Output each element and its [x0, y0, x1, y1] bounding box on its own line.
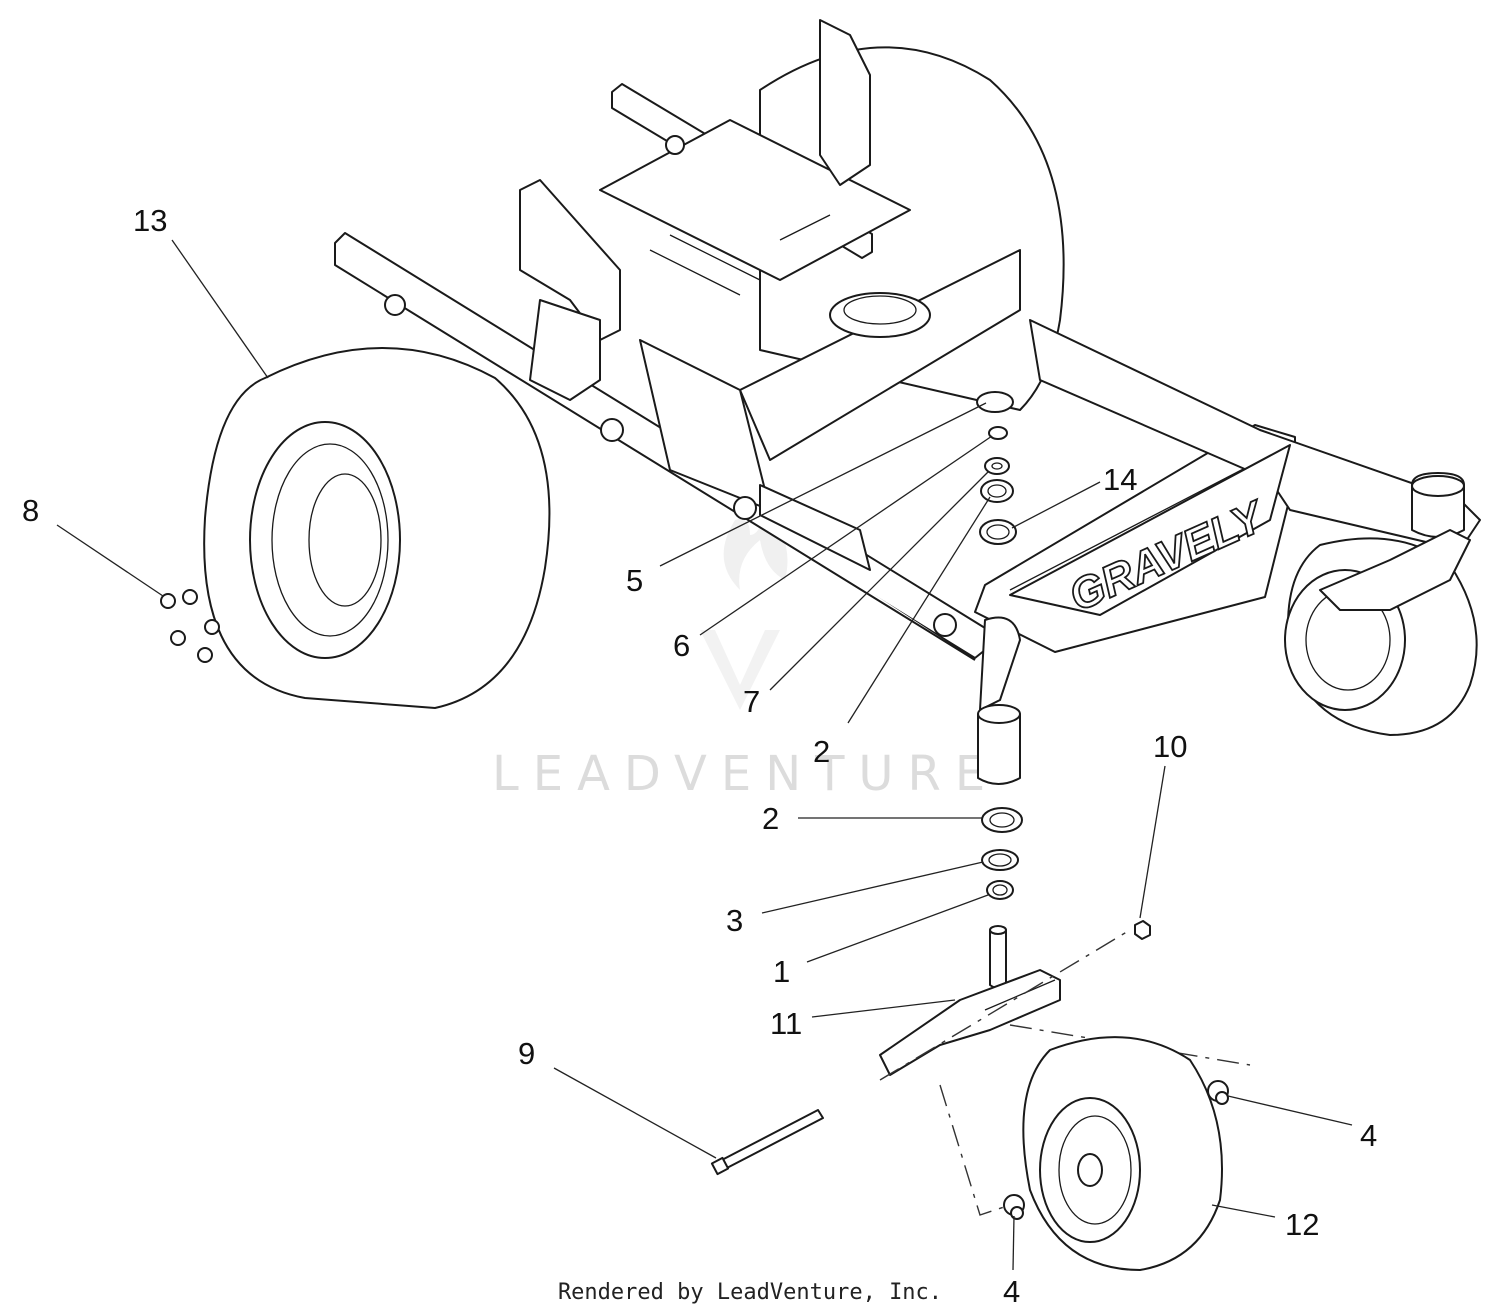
callout-10: 10 — [1153, 729, 1187, 764]
callout-12: 12 — [1285, 1207, 1319, 1242]
lug-nuts — [160, 589, 220, 663]
callout-13: 13 — [133, 203, 167, 238]
callout-labels: 13 8 14 5 6 7 2 10 2 3 1 11 9 4 12 4 — [22, 203, 1377, 1309]
callout-1: 1 — [773, 954, 790, 989]
footer-credit: Rendered by LeadVenture, Inc. — [0, 1280, 1500, 1305]
callout-9: 9 — [518, 1036, 535, 1071]
caster-tube-stack — [977, 704, 1023, 900]
front-caster-wheel — [1022, 1036, 1223, 1271]
upper-bearing-stack — [976, 391, 1017, 545]
callout-4-right: 4 — [1360, 1118, 1377, 1153]
callout-8: 8 — [22, 493, 39, 528]
callout-6: 6 — [673, 628, 690, 663]
callout-4-bottom: 4 — [1003, 1274, 1020, 1309]
callout-14: 14 — [1103, 462, 1137, 497]
axle-bolt — [710, 1109, 824, 1176]
leader-lines — [56, 239, 1353, 1271]
rear-tire — [203, 347, 551, 709]
callout-5: 5 — [626, 563, 643, 598]
watermark-text: LEADVENTURE — [492, 746, 999, 802]
right-caster-fork — [1319, 529, 1471, 611]
callout-3: 3 — [726, 903, 743, 938]
callout-11: 11 — [770, 1006, 802, 1041]
callout-7: 7 — [743, 684, 760, 719]
caster-fork — [879, 925, 1061, 1076]
callout-2-lower: 2 — [762, 801, 779, 836]
callout-2-upper: 2 — [813, 734, 830, 769]
footer-credit-text: Rendered by LeadVenture, Inc. — [557, 1280, 943, 1305]
axle-nut — [1134, 920, 1151, 940]
assembly-lines — [879, 929, 1251, 1216]
